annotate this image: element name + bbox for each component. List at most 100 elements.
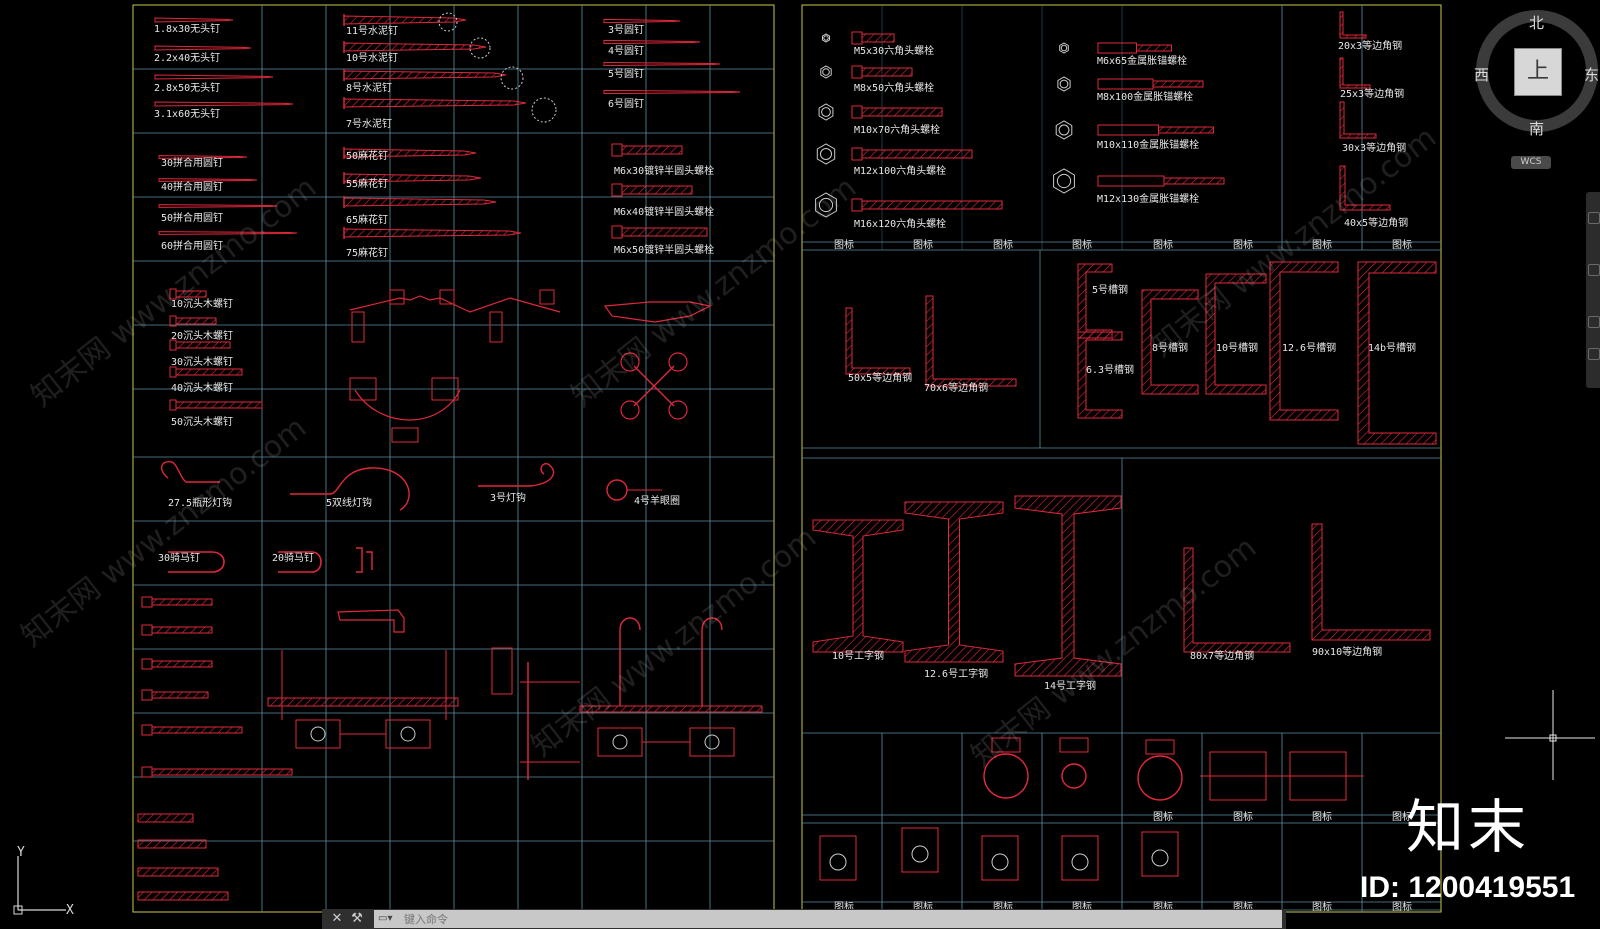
- hanger-hook: [619, 617, 641, 706]
- screw-head: [169, 399, 177, 411]
- clip-part: [439, 289, 455, 305]
- orbit-icon[interactable]: [1588, 316, 1600, 328]
- screw-shank: [151, 726, 243, 734]
- viewcube-north[interactable]: 北: [1529, 14, 1545, 32]
- cement-nail-shape: [343, 70, 507, 80]
- wrench-icon[interactable]: ⚒: [351, 911, 363, 926]
- hex-bolt-label: M12x100六角头螺栓: [854, 166, 947, 177]
- bolt-shank: [861, 33, 895, 43]
- command-line[interactable]: ✕ ⚒ ▭▾: [322, 909, 1286, 929]
- wood-screw-shank: [175, 401, 263, 409]
- hex-nut-hole: [818, 197, 834, 213]
- eye-screw-ring: [606, 479, 628, 501]
- viewcube-east[interactable]: 东: [1584, 66, 1600, 84]
- legend-label: 图标: [834, 902, 854, 913]
- legend-label: 图标: [1233, 902, 1253, 913]
- anchor-sleeve: [1097, 42, 1137, 54]
- screw-head: [141, 624, 153, 636]
- zoom-icon[interactable]: [1588, 264, 1600, 276]
- legend-label: 图标: [1153, 902, 1173, 913]
- bolt-head: [611, 225, 623, 239]
- wood-screw-label: 50沉头木螺钉: [171, 417, 234, 428]
- showmotion-icon[interactable]: [1588, 348, 1600, 360]
- wood-screw-shank: [175, 290, 207, 298]
- angle-label: 25x3等边角钢: [1340, 89, 1405, 100]
- viewcube[interactable]: 北 南 西 东 上 WCS: [1466, 2, 1600, 172]
- wood-screw-label: 30沉头木螺钉: [171, 357, 234, 368]
- viewcube-south[interactable]: 南: [1529, 120, 1545, 138]
- round-nail-label: 6号圆钉: [608, 99, 645, 110]
- angle-steel-shape: [1339, 101, 1377, 139]
- pan-icon[interactable]: [1588, 212, 1600, 224]
- angle-label: 40x5等边角钢: [1344, 218, 1409, 229]
- clip-fitting: [603, 301, 712, 323]
- cement-nail-label: 8号水泥钉: [346, 83, 393, 94]
- nail-shape: [154, 45, 252, 51]
- channel-label: 5号槽钢: [1092, 285, 1129, 296]
- roller-housing: [1061, 835, 1099, 881]
- legend-label: 图标: [993, 902, 1013, 913]
- pan-bolt-label: M6x40镀锌半圆头螺栓: [614, 207, 715, 218]
- expansion-bolt-label: M10x110金属胀锚螺栓: [1097, 140, 1200, 151]
- roller-wheel: [911, 845, 929, 863]
- expansion-bolt-label: M12x130金属胀锚螺栓: [1097, 194, 1200, 205]
- hex-nut-hole: [822, 68, 830, 76]
- screw-shank: [151, 691, 209, 699]
- i-beam-shape: [1014, 495, 1122, 677]
- i-beam-label: 14号工字钢: [1044, 681, 1097, 692]
- close-icon[interactable]: ✕: [331, 911, 343, 926]
- hook-label: 27.5瓶形灯钩: [168, 498, 233, 509]
- roller-block: [597, 727, 643, 757]
- expansion-bolt-label: M8x100金属胀锚螺栓: [1097, 92, 1194, 103]
- angle-label: 50x5等边角钢: [848, 373, 913, 384]
- legend-label: 图标: [993, 240, 1013, 251]
- clip-part: [489, 311, 503, 343]
- gear-icon: [500, 66, 524, 90]
- legend-label: 图标: [1392, 240, 1412, 251]
- hex-nut-hole: [820, 148, 832, 160]
- nail-shape: [603, 89, 741, 95]
- wood-screw-shank: [175, 341, 231, 349]
- i-beam-label: 10号工字钢: [832, 651, 885, 662]
- spider-fitting-disk: [668, 400, 688, 420]
- nail-label: 2.2x40无头钉: [154, 53, 221, 64]
- angle-label: 70x6等边角钢: [924, 383, 989, 394]
- nail-shape: [154, 74, 274, 80]
- command-prompt-icon[interactable]: ▭▾: [378, 913, 393, 924]
- round-nail-label: 5号圆钉: [608, 69, 645, 80]
- legend-label: 图标: [1072, 902, 1092, 913]
- channel-label: 8号槽钢: [1152, 343, 1189, 354]
- command-input[interactable]: [374, 910, 1282, 928]
- clip-part: [351, 311, 365, 343]
- cement-nail-label: 10号水泥钉: [346, 53, 399, 64]
- channel-steel-shape: [1357, 261, 1437, 445]
- hex-nut-icon: [816, 143, 836, 165]
- wcs-dropdown[interactable]: WCS: [1511, 156, 1551, 169]
- hex-nut-icon: [1053, 168, 1075, 194]
- ucs-icon: [13, 856, 66, 915]
- viewcube-top-face[interactable]: 上: [1514, 48, 1562, 96]
- u-nail-label: 20骑马钉: [272, 553, 315, 564]
- roller-housing: [819, 835, 857, 881]
- hook-label: 3号灯钩: [490, 493, 527, 504]
- navigation-bar[interactable]: [1586, 192, 1600, 388]
- legend-label: 图标: [1312, 812, 1332, 823]
- screw-shank: [151, 626, 213, 634]
- angle-steel-shape: [1339, 57, 1371, 89]
- viewcube-west[interactable]: 西: [1474, 66, 1490, 84]
- bolt-head: [851, 147, 863, 161]
- wood-screw-shank: [175, 368, 243, 376]
- viewcube-ring-icon[interactable]: [1466, 2, 1600, 152]
- i-beam-shape: [812, 519, 904, 653]
- bolt-head: [851, 31, 863, 45]
- roller-wheel: [829, 853, 847, 871]
- nail-label: 2.8x50无头钉: [154, 83, 221, 94]
- cement-nail-label: 11号水泥钉: [346, 26, 399, 37]
- expansion-bolt-label: M6x65金属胀锚螺栓: [1097, 56, 1188, 67]
- bolt-head: [851, 105, 863, 119]
- hook-shape: [290, 467, 410, 511]
- nail-shape: [603, 18, 681, 24]
- nail-shape: [158, 231, 298, 235]
- nail-shape: [158, 178, 258, 182]
